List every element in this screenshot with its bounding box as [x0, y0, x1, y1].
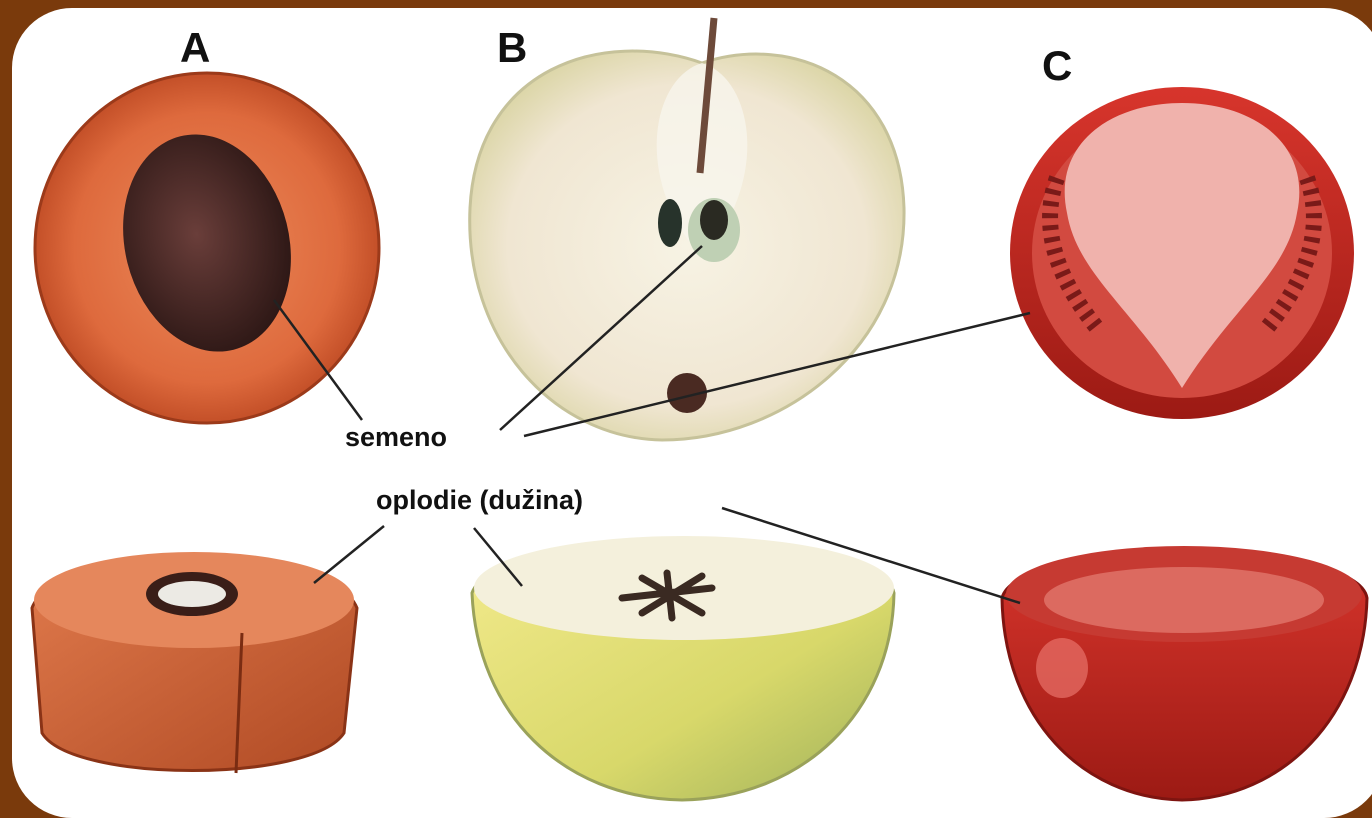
tomato-cut-illustration [1002, 546, 1367, 800]
fruit-illustration [12, 8, 1372, 818]
apple-half-illustration [470, 18, 904, 440]
leader-pericarp-apricot [314, 526, 384, 583]
label-a: A [180, 24, 210, 72]
apricot-half-illustration [35, 73, 379, 423]
label-c: C [1042, 42, 1072, 90]
apple-cut-illustration [472, 536, 894, 800]
illustration-panel: A B C semeno oplodie (dužina) [12, 8, 1372, 818]
pericarp-label: oplodie (dužina) [376, 485, 583, 516]
label-b: B [497, 24, 527, 72]
apricot-cut-illustration [32, 552, 357, 773]
seed-label: semeno [345, 422, 447, 453]
tomato-half-illustration [1010, 87, 1354, 419]
